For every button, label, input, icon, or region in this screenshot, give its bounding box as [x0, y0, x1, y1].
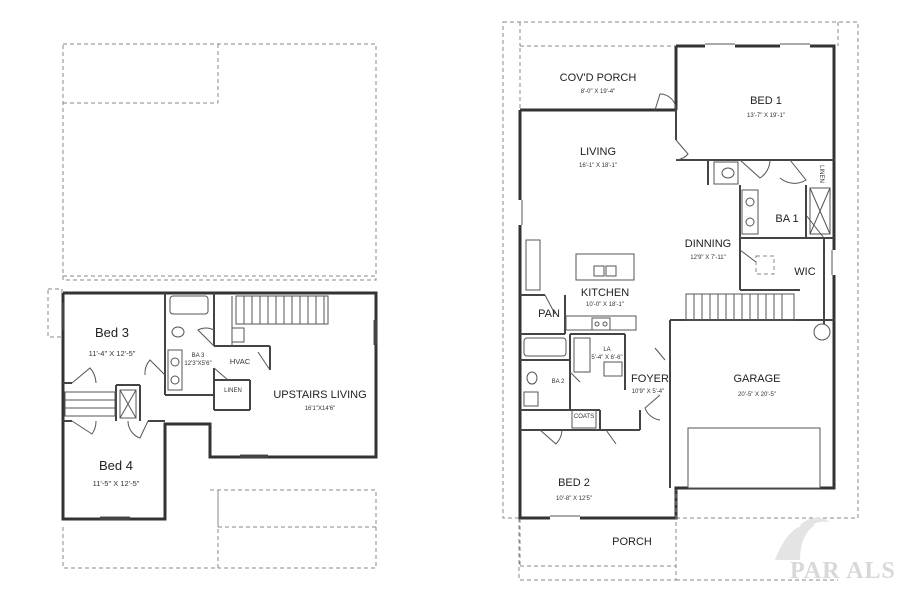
- bed1-label: BED 1: [750, 95, 782, 107]
- upstairs-living-label: UPSTAIRS LIVING: [273, 389, 366, 401]
- ba3-dims: 12'3"X5'6": [184, 361, 211, 367]
- foyer-dims: 10'9" X 5'-4": [632, 389, 665, 395]
- main-floor-plan: COV'D PORCH 8'-0" X 19'-4" BED 1 13'-7" …: [502, 21, 859, 581]
- foyer-label: FOYER: [631, 373, 669, 385]
- upstairs-living-dims: 16'1"X14'6": [305, 406, 336, 412]
- garage-door: [687, 427, 821, 489]
- covd-porch-label: COV'D PORCH: [560, 72, 637, 84]
- ba3-label: BA 3: [192, 353, 205, 359]
- main-exterior-wall: [518, 44, 836, 520]
- hall-stairs: [64, 389, 137, 419]
- wic-label: WIC: [794, 266, 815, 278]
- la-label: LA: [603, 347, 610, 353]
- covd-porch-dims: 8'-0" X 19'-4": [581, 89, 616, 95]
- kitchen-dims: 10'-0" X 18'-1": [586, 302, 624, 308]
- bed3-label: Bed 3: [95, 325, 129, 340]
- kitchen-island: [575, 253, 635, 281]
- main-roof-outline: [502, 21, 859, 519]
- watermark-logo: PAR ALS: [775, 517, 896, 584]
- ba2-label: BA 2: [552, 379, 565, 385]
- hvac-label: HVAC: [230, 357, 251, 366]
- garage-label: GARAGE: [733, 373, 780, 385]
- garage-dims: 20'-5" X 20'-5": [738, 392, 776, 398]
- living-label: LIVING: [580, 146, 616, 158]
- upper-exterior-wall: [61, 291, 378, 521]
- bed4-label: Bed 4: [99, 458, 133, 473]
- dinning-dims: 12'9" X 7'-11": [690, 255, 725, 261]
- pan-label: PAN: [538, 308, 560, 320]
- bed3-dims: 11'-4" X 12'-5": [89, 349, 136, 358]
- upper-linen-label: LINEN: [224, 388, 242, 394]
- main-linen-label: LINEN: [818, 165, 824, 183]
- roof-outline-upper: [62, 43, 377, 277]
- ba2-fixtures: [523, 337, 623, 429]
- bed2-label: BED 2: [558, 477, 590, 489]
- ba1-label: BA 1: [775, 213, 798, 225]
- coats-label: COATS: [574, 414, 594, 420]
- dinning-label: DINNING: [685, 238, 731, 250]
- ba1-fixtures: [713, 161, 831, 341]
- kitchen-fixtures: [525, 239, 637, 331]
- upper-floor-plan: Bed 3 11'-4" X 12'-5" BA 3 12'3"X5'6" HV…: [47, 43, 378, 569]
- roof-outline-lower: [62, 490, 219, 569]
- bed4-dims: 11'-5" X 12'-5": [93, 479, 140, 488]
- bed1-dims: 13'-7" X 19'-1": [747, 113, 785, 119]
- watermark-text: PAR ALS: [790, 558, 896, 584]
- ba3-fixtures: [167, 295, 245, 391]
- main-stairs: [685, 293, 795, 321]
- kitchen-label: KITCHEN: [581, 287, 629, 299]
- porch-label: PORCH: [612, 536, 652, 548]
- upper-stairs: [231, 295, 329, 346]
- la-dims: 5'-4" X 6'-6": [591, 355, 622, 361]
- bed2-dims: 10'-8" X 12'5": [556, 496, 592, 502]
- living-dims: 16'-1" X 18'-1": [579, 163, 617, 169]
